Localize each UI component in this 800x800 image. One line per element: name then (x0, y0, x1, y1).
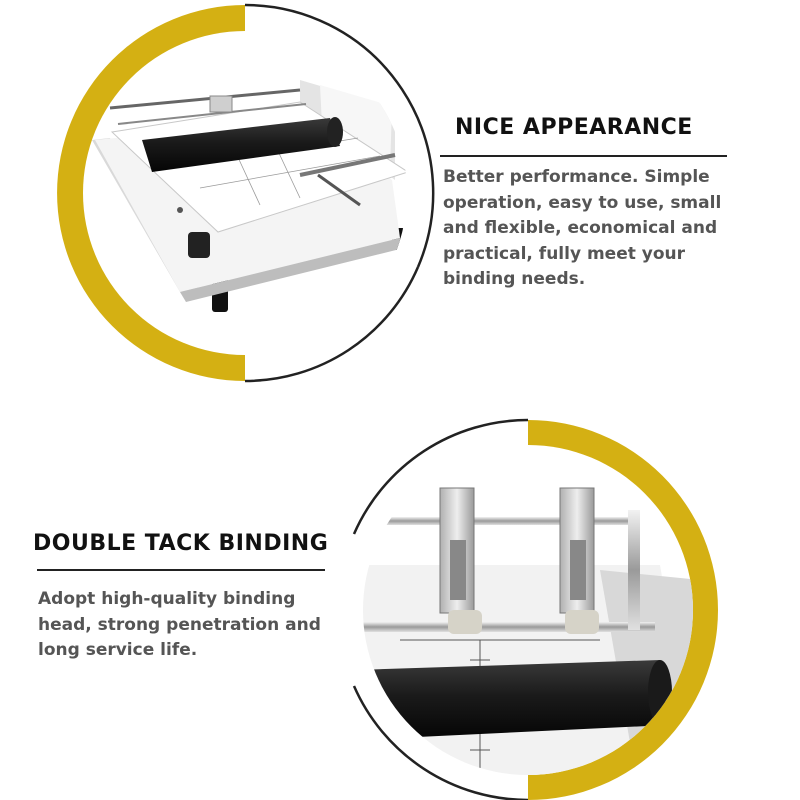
binding-machine-photo (83, 31, 407, 355)
body-line: operation, easy to use, small (443, 192, 722, 213)
section-title-nice-appearance: NICE APPEARANCE (455, 115, 693, 140)
body-line: head, strong penetration and (38, 614, 321, 635)
section-body-double-tack-binding: Adopt high-quality binding head, strong … (38, 587, 323, 664)
ring-frame-top (57, 3, 435, 383)
body-line: Better performance. Simple (443, 167, 710, 187)
ring-frame-bottom (352, 418, 718, 800)
body-line: and flexible, economical and (443, 218, 718, 238)
section-body-nice-appearance: Better performance. Simple operation, ea… (443, 165, 733, 293)
section-title-double-tack-binding: DOUBLE TACK BINDING (33, 531, 329, 556)
section-divider (440, 155, 727, 157)
body-line: Adopt high-quality binding (38, 589, 296, 609)
section-divider (37, 569, 325, 571)
body-line: long service life. (38, 640, 198, 660)
body-line: binding needs. (443, 269, 586, 289)
body-line: practical, fully meet your (443, 243, 686, 264)
binding-heads-closeup-photo (363, 445, 693, 775)
